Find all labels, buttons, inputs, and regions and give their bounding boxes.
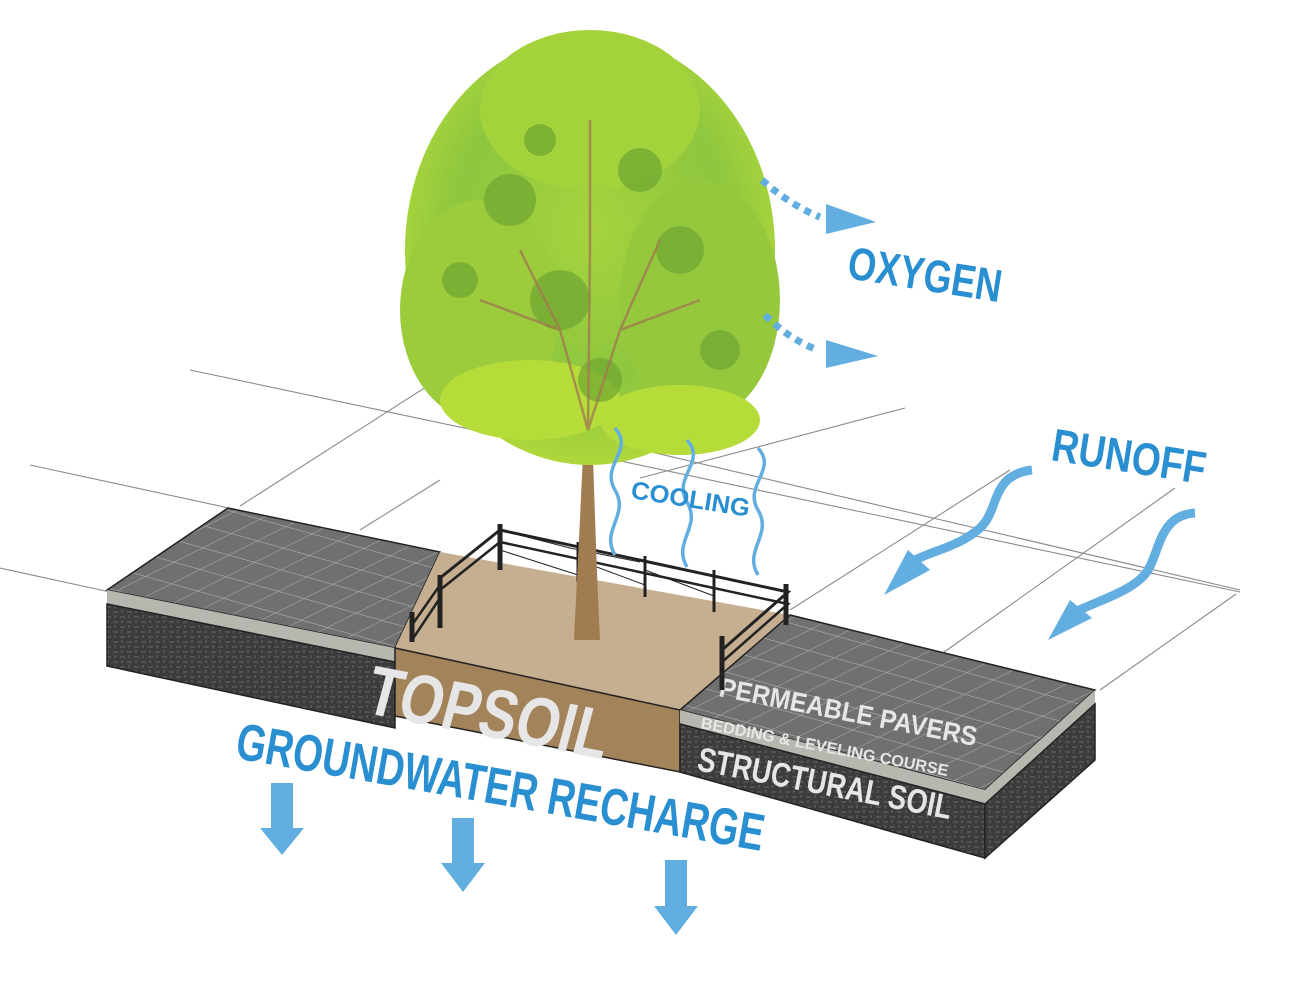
right-structural-soil-side bbox=[984, 702, 1096, 860]
groundwater-arrow-2 bbox=[441, 818, 485, 892]
cooling-waves bbox=[608, 426, 766, 576]
groundwater-arrows bbox=[260, 783, 698, 935]
ground-grid-lines bbox=[0, 369, 1241, 691]
oxygen-label: OXYGEN bbox=[844, 237, 1005, 313]
runoff-arrow-head-right bbox=[1048, 600, 1092, 640]
oxygen-arrow-head-upper bbox=[826, 204, 876, 234]
runoff-arrow-head-left bbox=[884, 550, 930, 595]
oxygen-arrows bbox=[759, 177, 878, 368]
left-bedding-layer bbox=[107, 590, 395, 662]
groundwater-arrow-1 bbox=[260, 783, 304, 855]
tree-guard-fence bbox=[409, 524, 792, 690]
tree-trunk bbox=[574, 430, 600, 640]
tree bbox=[400, 30, 780, 640]
oxygen-arrow-head-lower bbox=[826, 340, 878, 368]
tree-canopy bbox=[400, 30, 780, 465]
left-pavement-block bbox=[105, 507, 442, 729]
left-structural-soil bbox=[106, 603, 396, 729]
right-bedding-side bbox=[985, 690, 1095, 804]
runoff-label: RUNOFF bbox=[1048, 419, 1209, 495]
runoff-arrows bbox=[884, 465, 1196, 640]
right-pavement-block: PERMEABLE PAVERS BEDDING & LEVELING COUR… bbox=[678, 614, 1097, 860]
right-bedding-layer bbox=[680, 710, 985, 804]
groundwater-arrow-3 bbox=[654, 860, 698, 935]
